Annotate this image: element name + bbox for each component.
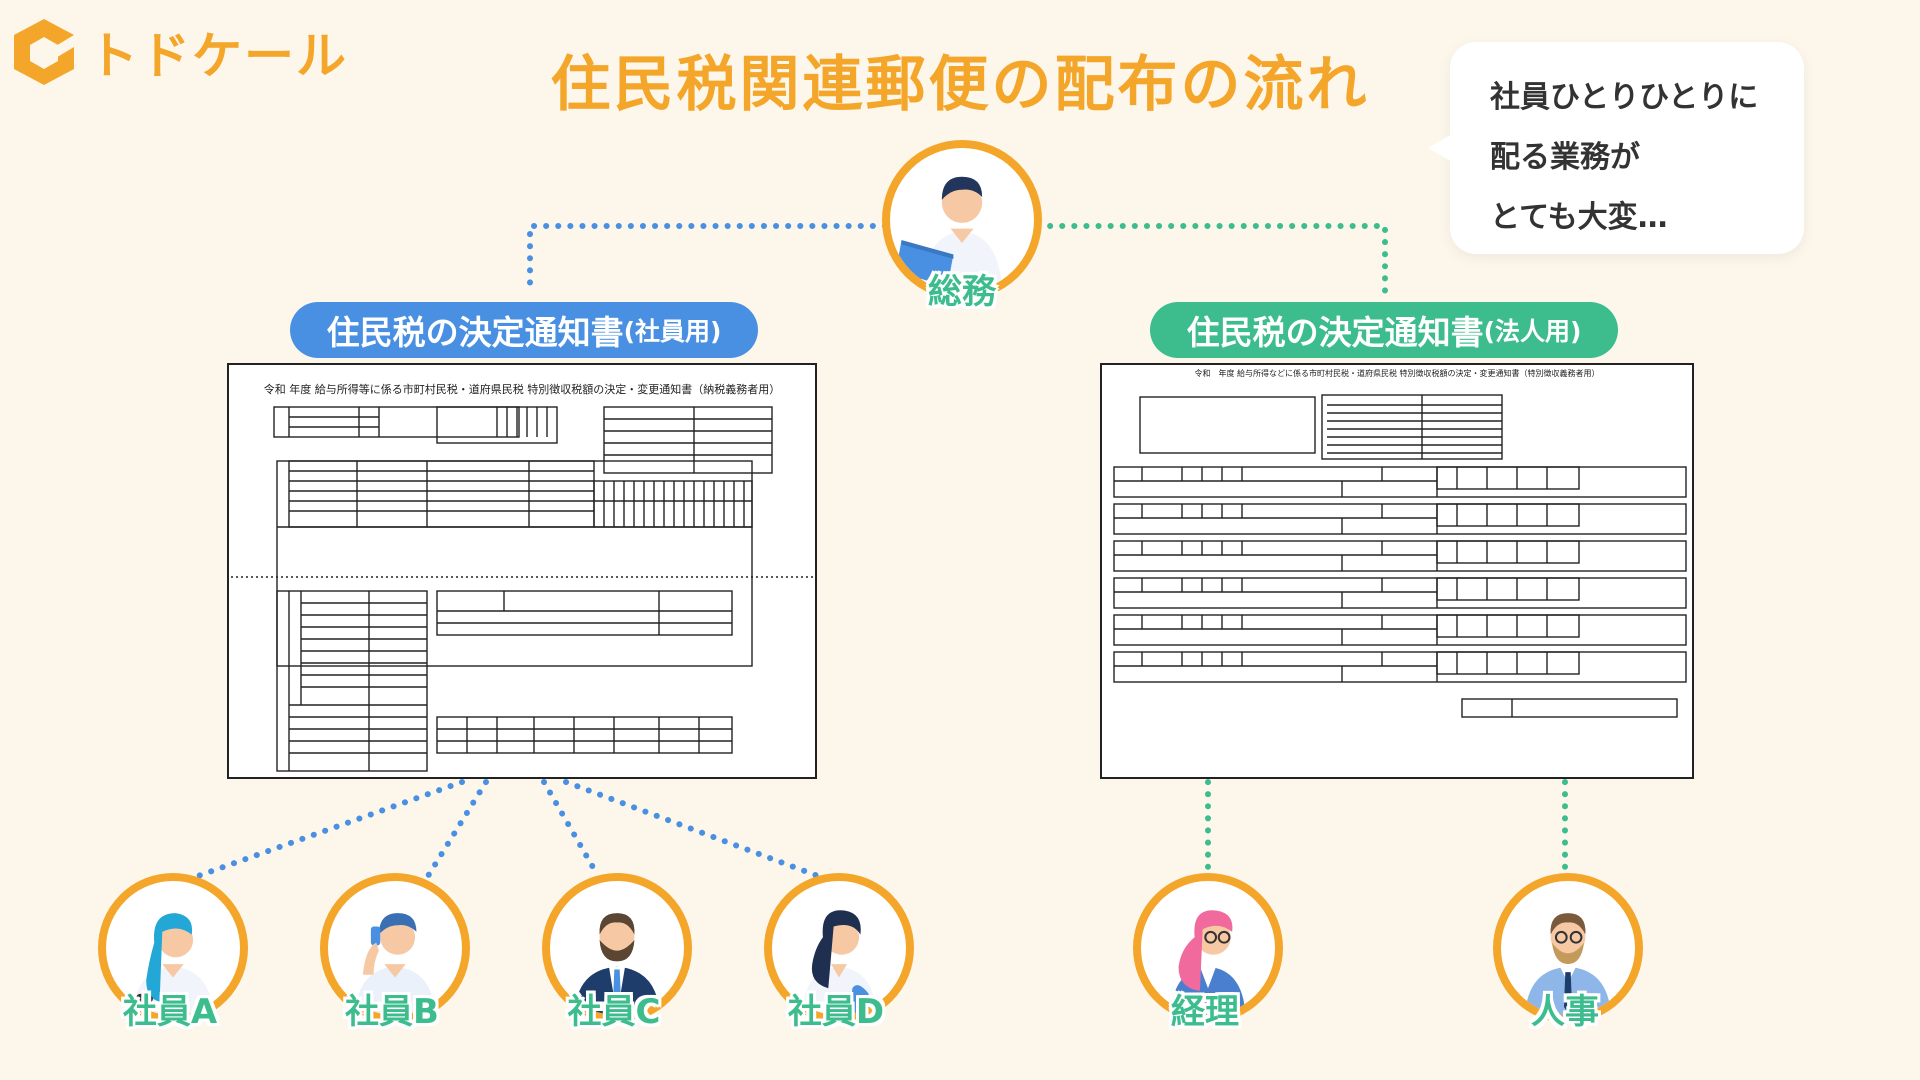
hub-avatar [882,140,1042,300]
hr-avatar [1493,873,1643,1023]
line-doc-to-employee-c [541,779,601,879]
corporate-doc-row-3 [1113,540,1687,572]
employee-tax-notice-document: 令和 年度 給与所得等に係る市町村民税・道府県民税 特別徴収税額の決定・変更通知… [227,363,817,779]
line-doc-to-employee-a [195,779,465,879]
corporate-doc-row-6 [1113,651,1687,683]
employee-doc-tag: 住民税の決定通知書(社員用) [290,302,758,358]
corporate-doc-row-5 [1113,614,1687,646]
logo-text: トドケール [88,27,348,85]
woman-dark-hair-icon [801,910,877,1015]
hub-label: 総務 [928,272,996,312]
corporate-doc-row-4 [1113,577,1687,609]
employee-doc-tag-main: 住民税の決定通知書 [326,313,624,352]
employee-a-avatar [98,873,248,1023]
logo-cube-icon [14,19,74,85]
corporate-doc-row-2 [1113,503,1687,535]
office-worker-icon [895,176,1003,292]
employee-doc-header: 令和 年度 給与所得等に係る市町村民税・道府県民税 特別徴収税額の決定・変更通知… [263,383,781,396]
employee-doc-form-grid [231,406,815,772]
corporate-tax-notice-document: 令和 年度 給与所得などに係る市町村民税・道府県民税 特別徴収税額の決定・変更通… [1100,363,1694,779]
man-beard-glasses-icon [1525,913,1611,1015]
woman-phone-icon [132,913,214,1015]
employee-b-avatar [320,873,470,1023]
man-phone-icon [354,913,436,1015]
accounting-label: 経理 [1171,992,1239,1032]
employee-doc-tag-sub: (社員用) [623,317,722,346]
corporate-doc-tag-sub: (法人用) [1483,317,1582,346]
line-doc-to-employee-d [563,779,821,879]
employee-d-label: 社員D [787,992,885,1032]
employee-a-label: 社員A [122,992,218,1032]
accounting-avatar [1133,873,1283,1023]
corporate-doc-tag-main: 住民税の決定通知書 [1186,313,1484,352]
hr-label: 人事 [1531,992,1599,1032]
bearded-man-suit-icon [574,913,660,1015]
employee-d-avatar [764,873,914,1023]
employee-b-label: 社員B [345,992,439,1032]
speech-bubble: 社員ひとりひとりに 配る業務が とても大変… [1428,42,1804,254]
line-hub-to-corporate-doc [1035,223,1388,295]
employee-c-avatar [542,873,692,1023]
bubble-line-3: とても大変… [1490,200,1668,235]
employee-c-label: 社員C [567,992,661,1032]
corporate-doc-header: 令和 年度 給与所得などに係る市町村民税・道府県民税 特別徴収税額の決定・変更通… [1194,369,1600,378]
line-hub-to-employee-doc [527,223,888,295]
corporate-doc-row-1 [1113,466,1687,498]
corporate-doc-form-grid [1113,394,1687,718]
bubble-line-2: 配る業務が [1490,140,1640,175]
brand-logo: トドケール [12,16,348,88]
page-title: 住民税関連郵便の配布の流れ [550,50,1370,120]
corporate-doc-tag: 住民税の決定通知書(法人用) [1150,302,1618,358]
line-doc-to-employee-b [425,779,489,879]
bubble-line-1: 社員ひとりひとりに [1490,80,1759,115]
woman-pink-hair-glasses-icon [1170,910,1246,1015]
